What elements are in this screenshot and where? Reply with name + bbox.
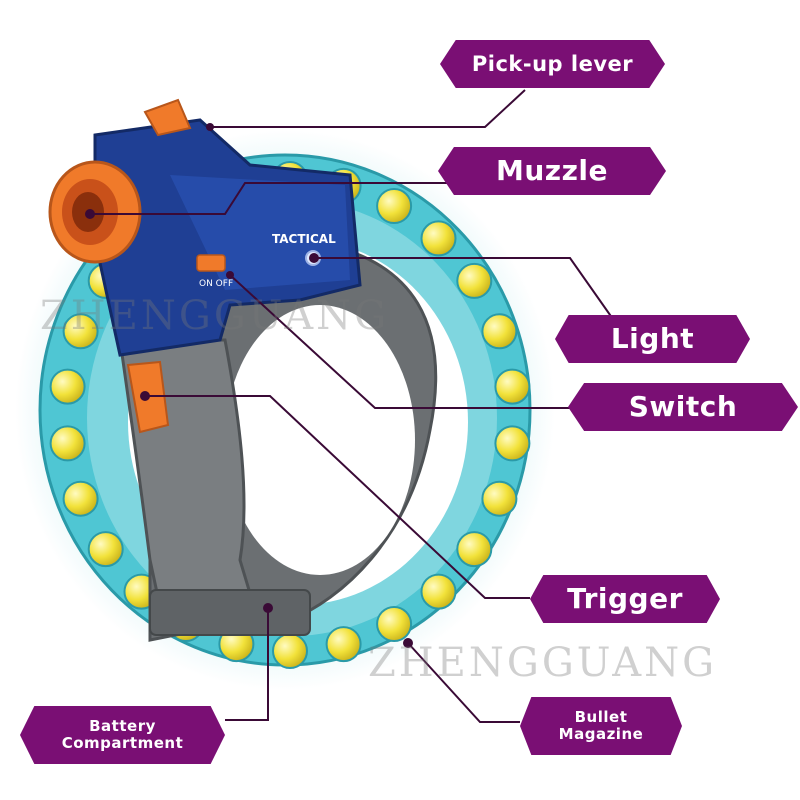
magazine-ball: [272, 633, 308, 669]
label-pickup-lever: Pick-up lever: [440, 40, 665, 88]
leader-pickup-lever: [210, 89, 526, 128]
magazine-ball: [494, 425, 531, 462]
body-text: TACTICAL: [272, 232, 336, 246]
magazine-ball: [62, 480, 99, 517]
label-muzzle: Muzzle: [438, 147, 666, 195]
power-switch: [196, 254, 226, 272]
muzzle: [48, 160, 142, 264]
leader-trigger: [145, 395, 530, 599]
magazine-ball: [420, 573, 457, 610]
magazine-ball: [456, 531, 493, 568]
magazine-ball: [49, 368, 86, 405]
magazine-ball: [481, 480, 518, 517]
leader-endpoints: [85, 123, 413, 648]
battery-compartment: [149, 589, 311, 636]
leader-switch: [229, 274, 570, 409]
magazine-ball: [420, 220, 457, 257]
magazine-ball: [376, 188, 413, 224]
magazine-ball: [376, 606, 413, 642]
label-switch: Switch: [568, 383, 798, 431]
leader-lines: [90, 89, 616, 723]
label-bullet-magazine: Bullet Magazine: [520, 697, 682, 755]
magazine-ball: [62, 313, 99, 350]
pickup-lever: [143, 98, 192, 137]
magazine-ball: [49, 425, 86, 462]
switch-text: ON OFF: [199, 279, 233, 289]
magazine-ball: [87, 531, 124, 568]
blaster-body: ON OFF TACTICAL: [93, 98, 362, 357]
leader-magazine: [407, 642, 520, 723]
magazine-ball: [456, 262, 493, 299]
magazine-ball: [481, 313, 518, 350]
leader-battery: [225, 608, 269, 721]
leader-muzzle: [90, 182, 470, 215]
leader-light: [314, 257, 616, 323]
label-battery-compartment: Battery Compartment: [20, 706, 225, 764]
label-trigger: Trigger: [530, 575, 720, 623]
label-light: Light: [555, 315, 750, 363]
magazine-ball: [494, 368, 531, 405]
magazine-ball: [325, 626, 362, 663]
